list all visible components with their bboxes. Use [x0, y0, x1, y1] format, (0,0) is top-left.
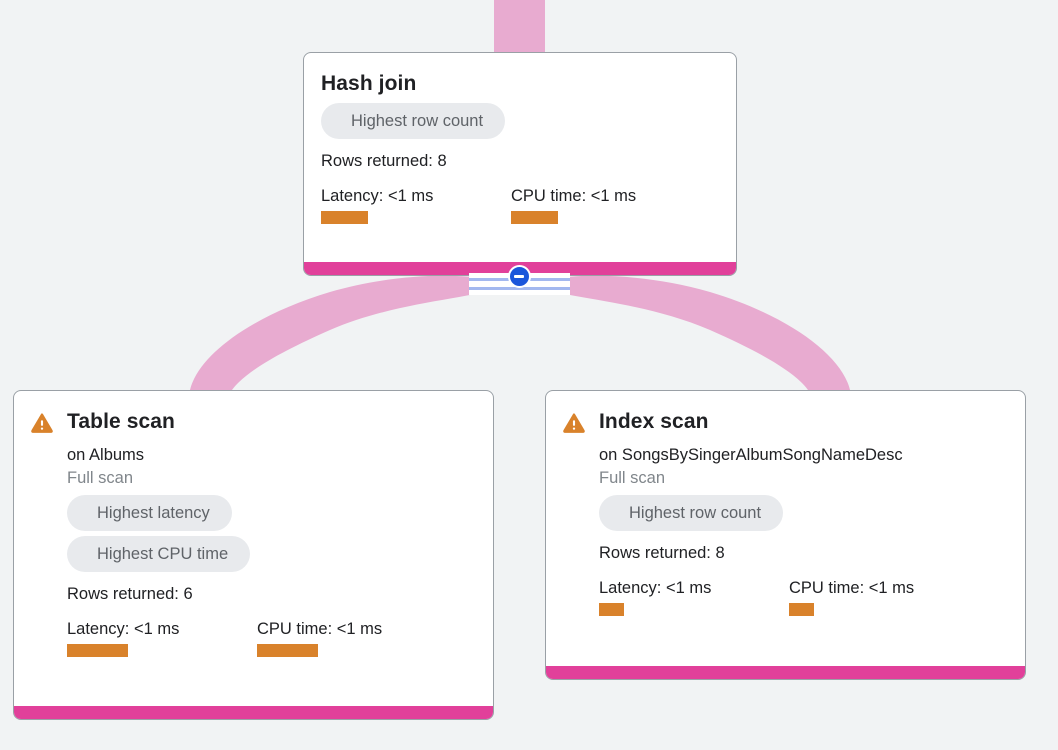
chip-list: Highest latency Highest CPU time [67, 495, 476, 577]
node-subtitle: on SongsBySingerAlbumSongNameDesc [599, 446, 903, 464]
node-title: Table scan [67, 410, 175, 433]
node-index-scan[interactable]: Index scan on SongsBySingerAlbumSongName… [545, 390, 1026, 680]
node-accent-bar [546, 666, 1025, 679]
metric-latency: Latency: <1 ms [67, 619, 257, 657]
node-title: Index scan [599, 410, 709, 433]
chip-list: Highest row count [321, 103, 719, 144]
collapse-toggle-button[interactable] [508, 265, 531, 288]
metric-cpu-time: CPU time: <1 ms [511, 186, 636, 224]
rows-returned: Rows returned: 8 [599, 544, 725, 562]
node-title: Hash join [321, 72, 417, 95]
metric-cpu-time-bar [511, 211, 558, 224]
metric-latency-bar [599, 603, 624, 616]
edge-hash-join-to-table-scan [190, 275, 514, 390]
node-scan-type: Full scan [67, 469, 134, 487]
node-table-scan[interactable]: Table scan on Albums Full scan Highest l… [13, 390, 494, 720]
metric-latency: Latency: <1 ms [321, 186, 511, 224]
edge-incoming-hash-join [494, 0, 545, 53]
metric-cpu-time-bar [789, 603, 814, 616]
chip-highest-latency: Highest latency [67, 495, 232, 531]
metric-cpu-time-bar [257, 644, 318, 657]
metric-latency-label: Latency: <1 ms [67, 620, 180, 638]
metric-latency-bar [321, 211, 368, 224]
node-subtitle: on Albums [67, 446, 145, 464]
metric-cpu-time: CPU time: <1 ms [257, 619, 382, 657]
edge-hash-join-to-index-scan [526, 275, 850, 390]
chip-highest-row-count: Highest row count [599, 495, 784, 531]
node-accent-bar [14, 706, 493, 719]
node-header: Index scan [563, 409, 1008, 435]
chip-highest-row-count: Highest row count [321, 103, 506, 139]
node-body: Index scan on SongsBySingerAlbumSongName… [546, 391, 1025, 626]
chip-list: Highest row count [599, 495, 1008, 536]
metric-cpu-time-label: CPU time: <1 ms [511, 187, 637, 205]
metric-cpu-time: CPU time: <1 ms [789, 578, 914, 616]
node-header: Hash join [321, 71, 719, 97]
node-body: Table scan on Albums Full scan Highest l… [14, 391, 493, 667]
metric-cpu-time-label: CPU time: <1 ms [789, 579, 915, 597]
node-details: on SongsBySingerAlbumSongNameDesc Full s… [563, 444, 1008, 616]
node-details: on Albums Full scan Highest latency High… [31, 444, 476, 657]
collapse-toggle-group[interactable] [469, 265, 570, 295]
metric-list: Latency: <1 ms CPU time: <1 ms [321, 186, 719, 224]
node-header: Table scan [31, 409, 476, 435]
metric-list: Latency: <1 ms CPU time: <1 ms [599, 578, 1008, 616]
rows-returned: Rows returned: 8 [321, 152, 447, 170]
metric-cpu-time-label: CPU time: <1 ms [257, 620, 383, 638]
node-body: Hash join Highest row count Rows returne… [304, 53, 736, 234]
metric-latency: Latency: <1 ms [599, 578, 789, 616]
warning-triangle-icon [563, 413, 585, 433]
node-hash-join[interactable]: Hash join Highest row count Rows returne… [303, 52, 737, 276]
metric-list: Latency: <1 ms CPU time: <1 ms [67, 619, 476, 657]
metric-latency-label: Latency: <1 ms [321, 187, 434, 205]
node-scan-type: Full scan [599, 469, 666, 487]
metric-latency-bar [67, 644, 128, 657]
rows-returned: Rows returned: 6 [67, 585, 193, 603]
chip-highest-cpu-time: Highest CPU time [67, 536, 251, 572]
minus-icon [514, 275, 524, 278]
warning-triangle-icon [31, 413, 53, 433]
metric-latency-label: Latency: <1 ms [599, 579, 712, 597]
